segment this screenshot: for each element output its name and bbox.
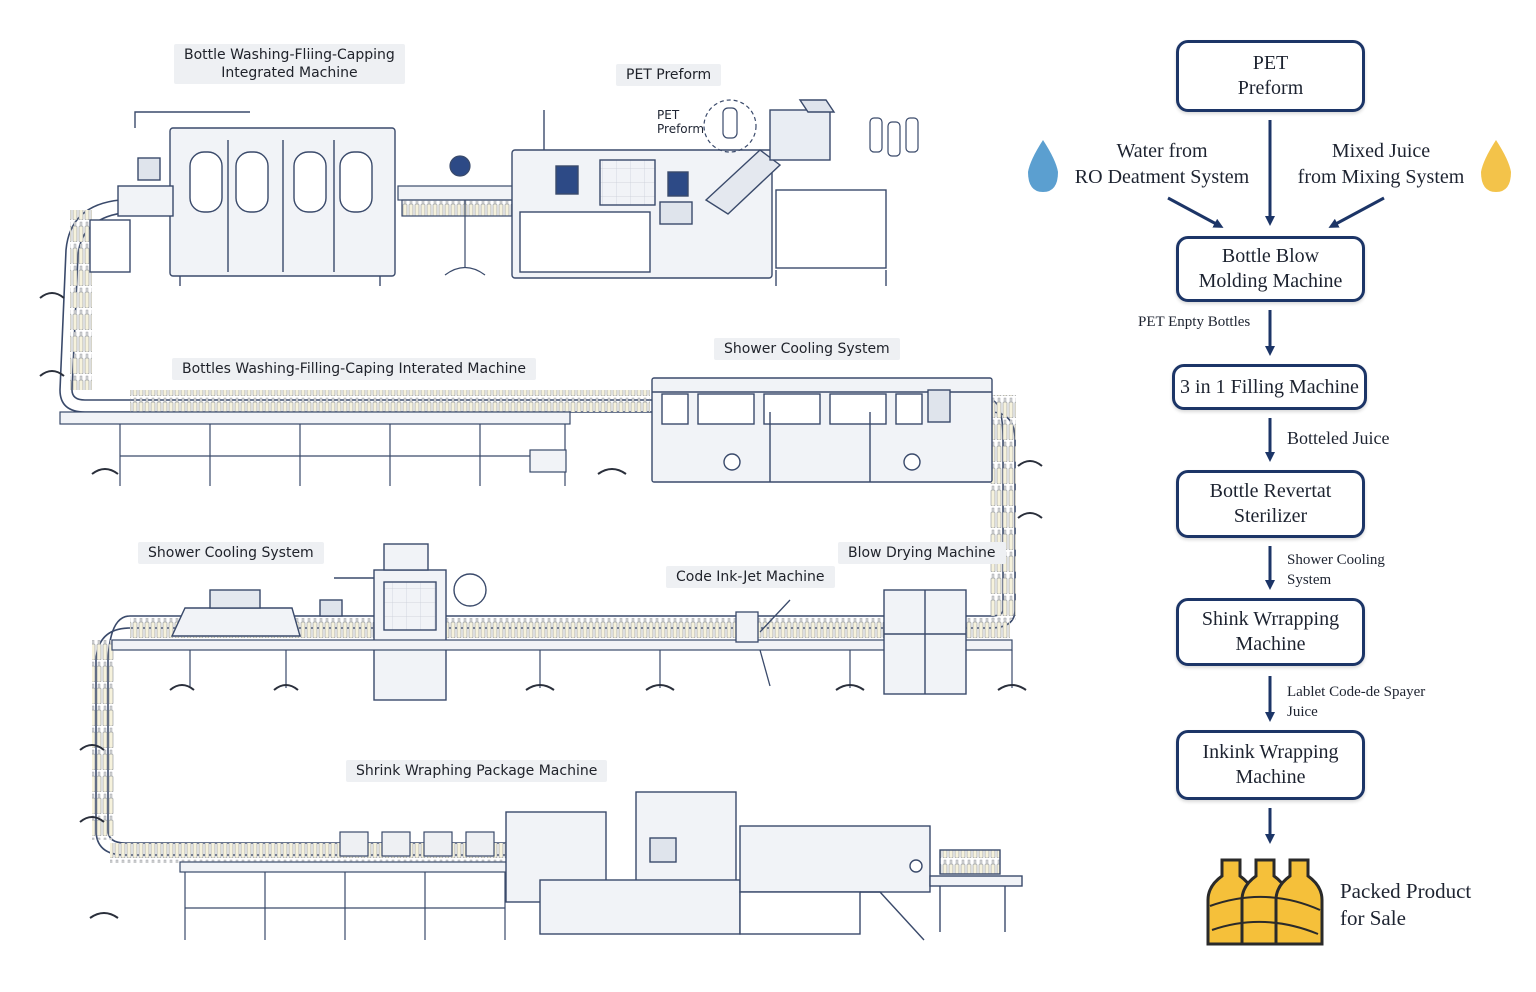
machine-feet (39, 292, 1043, 919)
preform-callout (703, 99, 919, 157)
shower-cooling-machine-top (651, 377, 993, 483)
label-blow-drying: Blow Drying Machine (838, 542, 1006, 564)
edge-label-shower-cooling: Shower Cooling System (1287, 552, 1385, 588)
final-packed-product: Packed Product for Sale (1340, 879, 1472, 930)
label-bottles-washing-line: Bottles Washing-Fillinɡ-Caping Interated… (172, 358, 537, 380)
label-shower-cooling-left: Shower Cooling System (138, 542, 324, 564)
water-drop-icon (1028, 140, 1058, 192)
labeling-machine (334, 543, 487, 701)
label-shower-cooling-top: Shower Cooling System (714, 338, 900, 360)
washing-filling-capping-machine (89, 111, 396, 286)
blow-molding-machine (511, 99, 887, 286)
flow-step-filling: 3 in 1 Filling Machine (1172, 364, 1367, 410)
washing-line-conveyor (59, 411, 571, 486)
flow-step-pet-preform: PET Preform (1176, 40, 1365, 112)
label-code-inkjet: Code Ink-Jet Machine (666, 566, 835, 588)
blow-drying-cabinet (883, 589, 967, 695)
label-pet-preform-small: PET Preform (657, 108, 705, 136)
flow-step-shrink-wrapping: Shink Wrrapping Machine (1176, 598, 1365, 666)
packed-bottles-icon (1206, 858, 1324, 946)
flow-step-sterilizer: Bottle Revertat Sterilizer (1176, 470, 1365, 538)
shrink-wrap-machine (505, 791, 1023, 941)
edge-label-empty-bottles: PET Enpty Bottles (1138, 314, 1251, 330)
label-pet-preform: PET Preform (616, 64, 722, 86)
conveyor-path (59, 199, 1016, 856)
flowchart-arrows (1167, 120, 1385, 844)
edge-label-code-sprayer: Lablet Code-de Spayer Juice (1287, 684, 1426, 720)
input-juice: Mixed Juice from Mixing System (1297, 140, 1465, 188)
shrink-wrap-conveyor (179, 831, 541, 940)
edge-label-bottled-juice: Botteled Juice (1287, 428, 1390, 448)
flow-step-inkink-wrapping: Inkink Wrapping Machine (1176, 730, 1365, 800)
juice-drop-icon (1481, 140, 1511, 192)
shower-cooling-machine-left (170, 589, 343, 637)
label-shrink-wrapping: Shrink Wraphing Package Machine (346, 760, 608, 782)
input-water: Water from RO Deatment System (1074, 140, 1250, 188)
inkjet-machine (735, 599, 791, 687)
flow-step-blow-molding: Bottle Blow Molding Machine (1176, 236, 1365, 302)
third-row-conveyor (111, 639, 1013, 688)
label-washing-filling-capping: Bottle Washing-Fliing-Capping Integrated… (174, 44, 405, 84)
conveyor-link-top (397, 155, 519, 276)
